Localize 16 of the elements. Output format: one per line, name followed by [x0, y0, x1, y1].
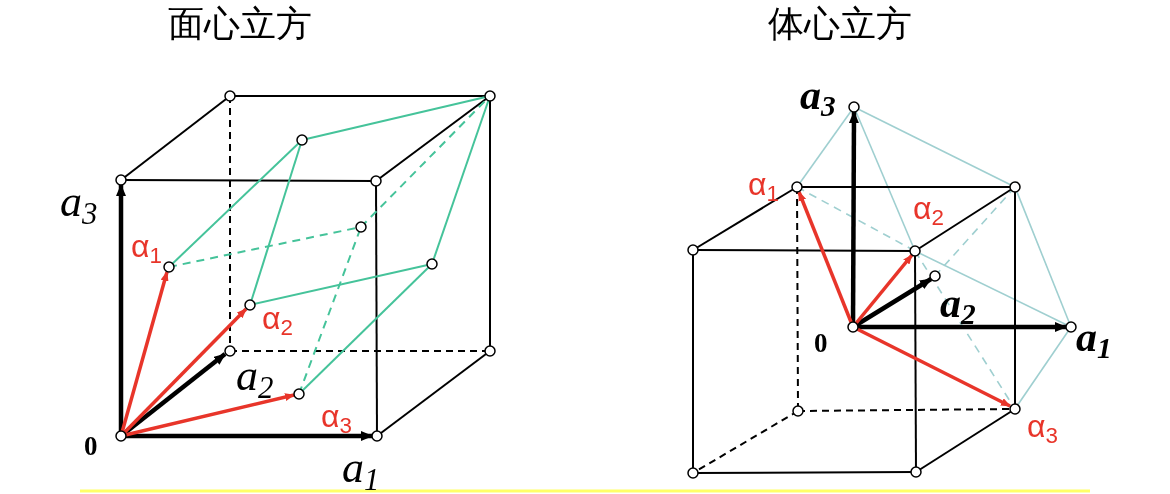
vector-label: α$_{1}$ [131, 230, 162, 267]
vector-label: a$_{3}$ [60, 180, 98, 230]
vector-label: a$_{1}$ [1076, 316, 1112, 364]
vector-label: α$_{3}$ [321, 400, 352, 437]
vector-label: a$_{3}$ [800, 74, 836, 122]
vector-label: α$_{1}$ [748, 168, 779, 205]
heading: 体心立方 [768, 6, 912, 42]
origin-label: 0 [814, 330, 828, 357]
vector-label: α$_{2}$ [913, 192, 944, 229]
vector-label: a$_{2}$ [940, 282, 976, 330]
origin-label: 0 [84, 433, 98, 460]
heading: 面心立方 [168, 6, 312, 42]
vector-label: a$_{2}$ [236, 354, 274, 404]
vector-label: a$_{1}$ [342, 446, 380, 494]
vector-label: α$_{3}$ [1027, 410, 1058, 447]
vector-label: α$_{2}$ [262, 302, 293, 339]
